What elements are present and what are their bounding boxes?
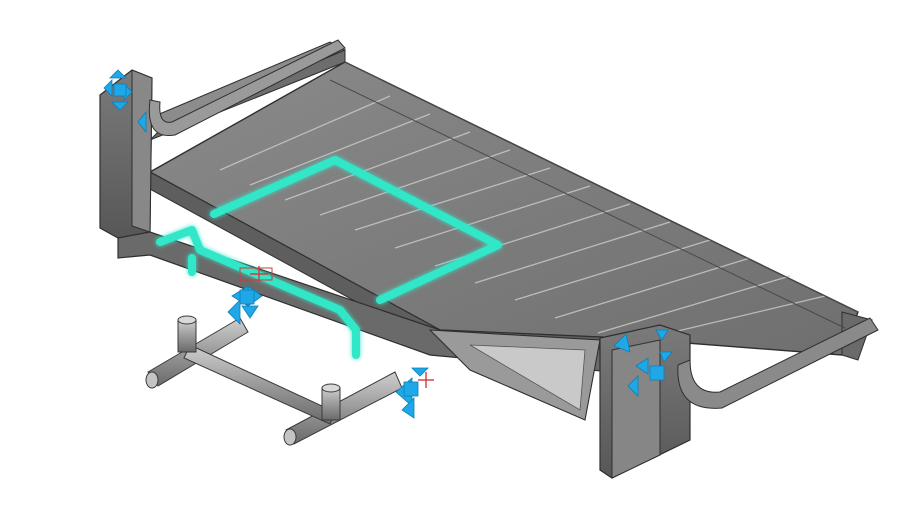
pipe-tee-left-cap (177, 315, 197, 325)
move-grip-icon[interactable] (395, 367, 429, 419)
right-gusset-inner (469, 344, 586, 411)
pipe-tee-left[interactable] (177, 319, 197, 353)
move-grip-icon[interactable] (227, 285, 263, 325)
right-end-frame-face[interactable] (611, 339, 661, 479)
deck-ribs (219, 95, 826, 341)
deck-top-surface[interactable] (148, 61, 859, 356)
right-curved-rail[interactable] (677, 317, 879, 409)
origin-cross-icon (418, 372, 434, 388)
pipe-tee-right-cap (321, 383, 341, 393)
pipe-end-cap-left (145, 371, 159, 389)
deck-assembly[interactable] (99, 39, 879, 479)
left-upright-face[interactable] (131, 69, 153, 233)
pipe-rod-connector[interactable] (183, 344, 336, 425)
highlight-rectangle-loop[interactable] (210, 156, 502, 304)
origin-cross-icon (239, 266, 273, 282)
deck-seams (329, 61, 859, 329)
pipe-tee-right[interactable] (321, 387, 341, 421)
move-grip-icon[interactable] (103, 69, 147, 134)
pipe-assembly[interactable] (145, 315, 403, 446)
left-curved-rail[interactable] (148, 39, 346, 137)
move-grip-icon[interactable] (613, 329, 673, 397)
pipe-end-cap-right (283, 428, 297, 446)
